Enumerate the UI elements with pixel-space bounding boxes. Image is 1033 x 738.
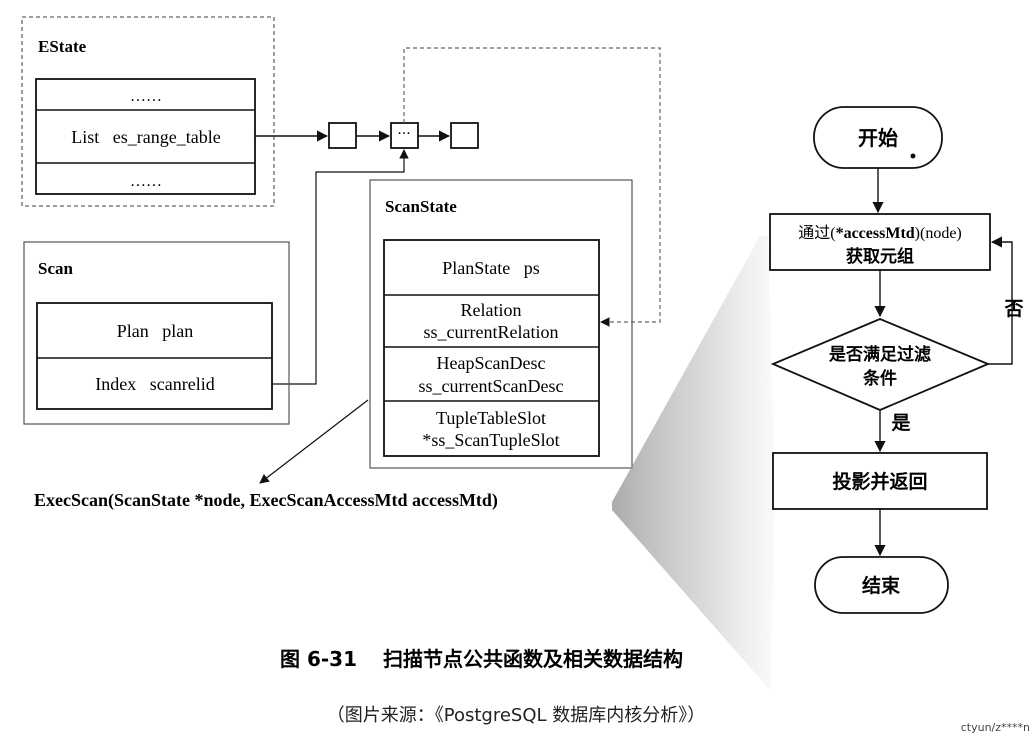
execscan-arrow bbox=[259, 399, 369, 484]
estate-row-range-table: List es_range_table bbox=[71, 127, 220, 147]
flowchart: 开始 通过(*accessMtd)(node) 获取元组 是否满足过滤 条件 否… bbox=[769, 106, 1024, 614]
scan-row-plan: Plan plan bbox=[117, 321, 194, 341]
scan-struct: Scan Plan plan Index scanrelid bbox=[23, 241, 290, 425]
scanstate-row-scandesc-type: HeapScanDesc bbox=[437, 353, 546, 373]
relation-link-dashed bbox=[403, 47, 661, 327]
image-source-note: （图片来源：《PostgreSQL 数据库内核分析》） bbox=[327, 705, 706, 726]
zoom-shade-wedge bbox=[612, 236, 775, 690]
estate-row-ellipsis-bottom: …… bbox=[130, 173, 162, 190]
flow-end-label: 结束 bbox=[862, 574, 901, 597]
estate-row-ellipsis-top: …… bbox=[130, 88, 162, 105]
flow-no-label: 否 bbox=[1003, 298, 1023, 320]
scanrelid-link bbox=[272, 149, 409, 385]
list-node-dots: ··· bbox=[397, 126, 410, 142]
flow-decision-line2: 条件 bbox=[862, 368, 897, 389]
scanstate-row-ps: PlanState ps bbox=[442, 258, 540, 278]
watermark: ctyun/z****n bbox=[961, 721, 1030, 734]
list-node-3 bbox=[450, 122, 479, 149]
flow-project-box bbox=[772, 452, 988, 510]
figure-caption: 图 6-31 扫描节点公共函数及相关数据结构 bbox=[280, 647, 683, 671]
figure-number: 图 6-31 bbox=[280, 647, 357, 671]
execscan-signature: ExecScan(ScanState *node, ExecScanAccess… bbox=[34, 490, 498, 511]
flow-fetch-box bbox=[769, 213, 991, 271]
range-table-list: ··· bbox=[255, 122, 479, 149]
flow-yes-label: 是 bbox=[891, 412, 910, 434]
flow-end-terminal bbox=[814, 556, 949, 614]
flow-start-label: 开始 bbox=[858, 126, 898, 150]
flow-fetch-line1: 通过(*accessMtd)(node) bbox=[798, 224, 962, 242]
flow-project-label: 投影并返回 bbox=[832, 470, 927, 493]
scanstate-row-slot-type: TupleTableSlot bbox=[436, 408, 546, 428]
flow-fetch-prefix: 通过( bbox=[798, 224, 835, 242]
flow-fetch-accessmtd: *accessMtd bbox=[836, 225, 915, 242]
scan-row-scanrelid: Index scanrelid bbox=[95, 374, 214, 394]
scanstate-row-relation-field: ss_currentRelation bbox=[424, 322, 559, 342]
scanstate-row-relation-type: Relation bbox=[461, 300, 522, 320]
estate-struct: EState …… List es_range_table …… bbox=[21, 16, 275, 207]
scanstate-row-slot-field: *ss_ScanTupleSlot bbox=[422, 430, 559, 450]
figure-title: 扫描节点公共函数及相关数据结构 bbox=[383, 647, 683, 671]
scanstate-struct: ScanState PlanState ps Relation ss_curre… bbox=[369, 179, 633, 469]
list-node-1 bbox=[328, 122, 357, 149]
flow-arrow-no-loop bbox=[988, 236, 1013, 365]
flow-fetch-suffix: )(node) bbox=[915, 225, 962, 242]
flow-decision-line1: 是否满足过滤 bbox=[829, 344, 931, 365]
flow-fetch-line2: 获取元组 bbox=[846, 246, 914, 267]
estate-title: EState bbox=[38, 37, 87, 56]
flow-start-dot bbox=[910, 153, 916, 159]
scan-title: Scan bbox=[38, 259, 74, 278]
scanstate-title: ScanState bbox=[385, 197, 457, 216]
scanstate-row-scandesc-field: ss_currentScanDesc bbox=[419, 376, 564, 396]
